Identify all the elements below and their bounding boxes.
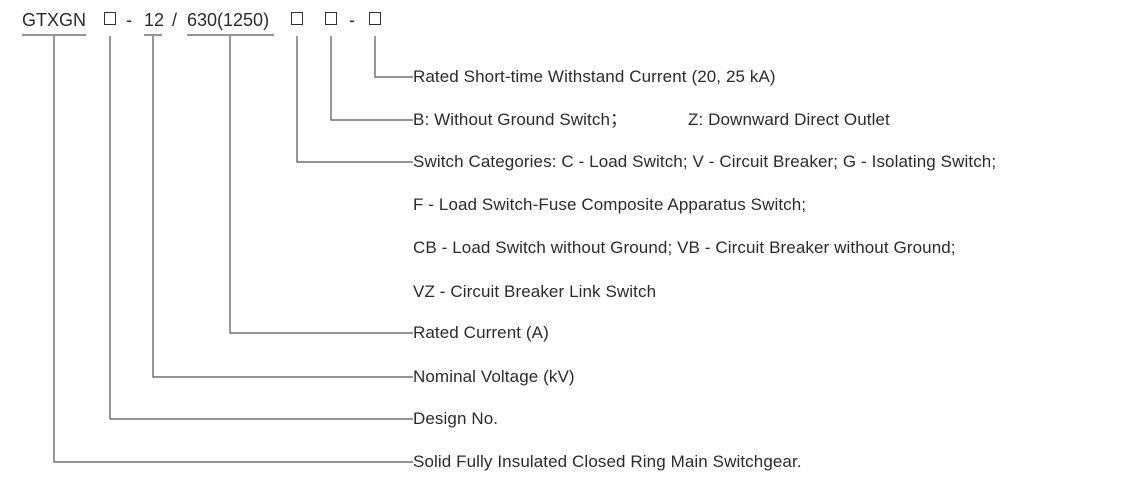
switch-categories-line-3: CB - Load Switch without Ground; VB - Ci… <box>413 238 956 257</box>
switch-categories-label: Switch Categories: C - Load Switch; V - … <box>413 152 997 171</box>
switch-categories-line-2: F - Load Switch-Fuse Composite Apparatus… <box>413 195 807 214</box>
design-no-box <box>104 12 116 25</box>
switch-categories-line-4: VZ - Circuit Breaker Link Switch <box>413 282 657 301</box>
model-prefix: GTXGN <box>22 10 87 30</box>
nominal-voltage-label: Nominal Voltage (kV) <box>413 367 575 386</box>
rated-current-connector <box>229 36 413 334</box>
ground-outlet-box <box>325 12 337 25</box>
code-dash: - <box>349 10 355 30</box>
design-no-label: Design No. <box>413 409 499 428</box>
voltage-code: 12 <box>144 10 165 30</box>
design-no-connector <box>109 36 413 420</box>
short-time-current-connector <box>374 36 413 78</box>
switch-category-box <box>291 12 303 25</box>
current-code: 630(1250) <box>187 10 270 30</box>
ground-outlet-connector <box>330 36 413 121</box>
nominal-voltage-connector <box>152 36 413 378</box>
code-slash: / <box>172 10 178 30</box>
short-time-current-label: Rated Short-time Withstand Current (20, … <box>413 67 776 86</box>
product-type-label: Solid Fully Insulated Closed Ring Main S… <box>413 452 802 471</box>
product-type-connector <box>53 36 413 463</box>
rated-current-label: Rated Current (A) <box>413 323 549 342</box>
code-dash: - <box>126 10 132 30</box>
short-time-current-box <box>369 12 381 25</box>
switch-category-connector <box>296 36 413 163</box>
direct-outlet-label: Z: Downward Direct Outlet <box>688 110 890 129</box>
ground-switch-label: B: Without Ground Switch； <box>413 110 628 129</box>
